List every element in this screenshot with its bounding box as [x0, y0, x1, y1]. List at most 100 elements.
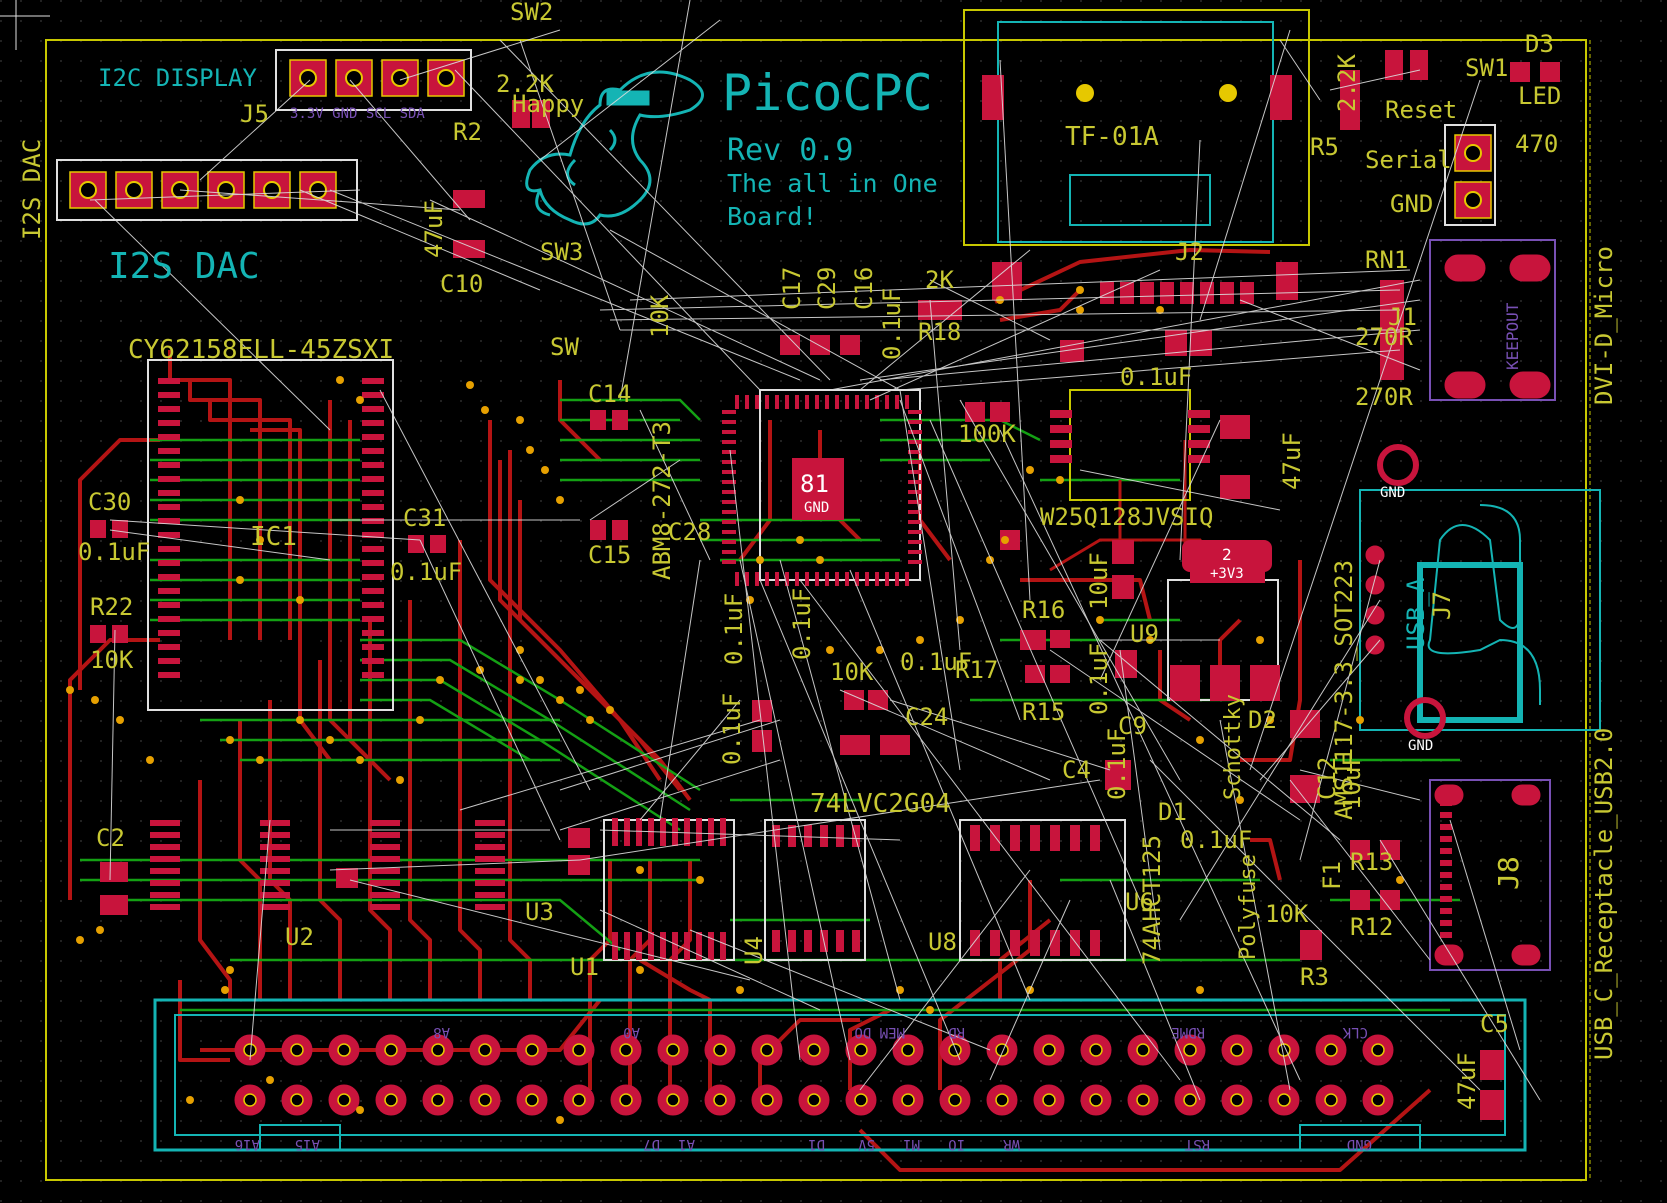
label-i2c-display: I2C DISPLAY	[98, 64, 257, 92]
val-100k: 100K	[958, 420, 1016, 448]
label-j8: J8	[1492, 856, 1525, 890]
usb-a-gnd-1: GND	[1380, 485, 1405, 501]
brand-tagline-1: The all in One	[727, 169, 938, 198]
val-r18: 2K	[925, 266, 954, 294]
edge-label-io: IO	[948, 1136, 965, 1152]
ref-r13: R13	[1350, 848, 1393, 876]
ref-c15: C15	[588, 541, 631, 569]
edge-label-rd: RD	[948, 1024, 965, 1040]
val-c-left-2: 0.1uF	[718, 693, 746, 765]
u12-pins	[1050, 410, 1210, 463]
edge-label-gnd: GND	[1347, 1136, 1372, 1152]
pad-u9-number: 2	[1222, 545, 1232, 564]
label-abm8: ABM8-272-T3	[648, 421, 676, 580]
edge-label-a8: A8	[433, 1024, 450, 1040]
val-c-left-3: 0.1uF	[788, 588, 816, 660]
val-270r-1: 270R	[1355, 323, 1413, 351]
val-c24: 0.1uF	[900, 648, 972, 676]
ref-j1: J1	[1388, 303, 1417, 331]
ref-sw3: SW3	[540, 238, 583, 266]
ref-sw1: SW1	[1465, 54, 1508, 82]
edge-label-d7: D7	[643, 1136, 660, 1152]
label-i2s-dac: I2S DAC	[108, 246, 260, 287]
ref-c17: C17	[778, 267, 806, 310]
pad-81-net: GND	[804, 500, 829, 516]
ref-r18: R18	[918, 318, 961, 346]
pad-u9-net: +3V3	[1210, 566, 1244, 582]
val-c16: 0.1uF	[878, 288, 906, 360]
val-2k2-b: 2.2K	[1333, 54, 1361, 112]
ref-d1: D1	[1158, 798, 1187, 826]
val-2k2: 2.2K	[496, 70, 554, 98]
pad-81-number: 81	[800, 470, 829, 498]
ref-c4: C4	[1062, 756, 1091, 784]
ref-r16: R16	[1022, 596, 1065, 624]
label-i2s-dac-vertical: I2S DAC	[18, 139, 46, 240]
val-c12: 10uF	[1338, 752, 1366, 810]
label-logic2: 74AHCT125	[1138, 835, 1166, 965]
ref-u9: U9	[1130, 620, 1159, 648]
val-270r-2: 270R	[1355, 383, 1413, 411]
val-c10: 47uF	[420, 200, 448, 258]
ref-c5: C5	[1480, 1010, 1509, 1038]
ref-u3: U3	[525, 898, 554, 926]
val-r22: 10K	[90, 646, 134, 674]
edge-label-a16: A16	[235, 1136, 260, 1152]
val-10k-mid: 10K	[830, 658, 874, 686]
ref-c12: C12	[1313, 757, 1341, 800]
ref-u8: U8	[928, 928, 957, 956]
ref-u2: U2	[285, 923, 314, 951]
fab-i2c-pins: 3.3V GND SCL SDA	[290, 106, 425, 122]
ref-r2: R2	[453, 118, 482, 146]
label-usb-a: USB_A	[1402, 577, 1430, 650]
ref-sw: SW	[550, 333, 579, 361]
u9-tab-pad	[1182, 540, 1272, 572]
ref-d3: D3	[1525, 30, 1554, 58]
val-serial: Serial	[1365, 146, 1452, 174]
ref-c28: C28	[668, 518, 711, 546]
val-c30: 0.1uF	[78, 538, 150, 566]
val-led: LED	[1518, 82, 1561, 110]
val-c-left-1: 0.1uF	[720, 593, 748, 665]
ref-c29: C29	[813, 267, 841, 310]
through-hole-pads	[69, 59, 1551, 1116]
ref-c30: C30	[88, 488, 131, 516]
dino-logo-icon	[525, 70, 704, 226]
ref-u4: U4	[740, 936, 768, 965]
ref-r12: R12	[1350, 913, 1393, 941]
ref-j2: J2	[1175, 238, 1204, 266]
ic1-pins	[158, 378, 384, 678]
back-copper-traces	[80, 398, 1460, 1012]
usb-c-pads	[1440, 800, 1452, 938]
brand-rev: Rev 0.9	[727, 133, 853, 168]
label-j7: J7	[1428, 591, 1456, 620]
ref-c9: C9	[1118, 712, 1147, 740]
ref-ic1: IC1	[250, 522, 297, 552]
ref-d2: D2	[1248, 706, 1277, 734]
edge-label-memdo: MEM DO	[854, 1024, 905, 1040]
label-usb-c: USB_C_Receptacle_USB2.0	[1590, 728, 1618, 1060]
edge-label-5v: 5V	[858, 1136, 875, 1152]
ref-u6: U6	[1125, 888, 1154, 916]
ref-rn1: RN1	[1365, 246, 1408, 274]
usb-a-gnd-2: GND	[1408, 738, 1433, 754]
val-470: 470	[1515, 130, 1558, 158]
board-edge	[45, 39, 1587, 1181]
ref-c10: C10	[440, 270, 483, 298]
val-happy: Happy	[512, 90, 584, 118]
label-polyfuse: Polyfuse	[1236, 854, 1261, 960]
label-logic: 74LVC2G04	[810, 789, 951, 819]
ref-sw2: SW2	[510, 0, 553, 26]
ref-r22: R22	[90, 593, 133, 621]
val-c4: 0.1uF	[1180, 826, 1252, 854]
ref-j5: J5	[240, 100, 269, 128]
smd-chip-pins	[150, 818, 1100, 960]
ref-f1: F1	[1318, 861, 1346, 890]
sd-pads	[982, 75, 1298, 304]
val-c11: 47uF	[1278, 432, 1306, 490]
ref-c14: C14	[588, 380, 631, 408]
fab-keepout: KEEPOUT	[1503, 302, 1522, 370]
crosshair-cursor	[0, 0, 50, 50]
val-c-u9: 0.1uF	[1085, 643, 1113, 715]
